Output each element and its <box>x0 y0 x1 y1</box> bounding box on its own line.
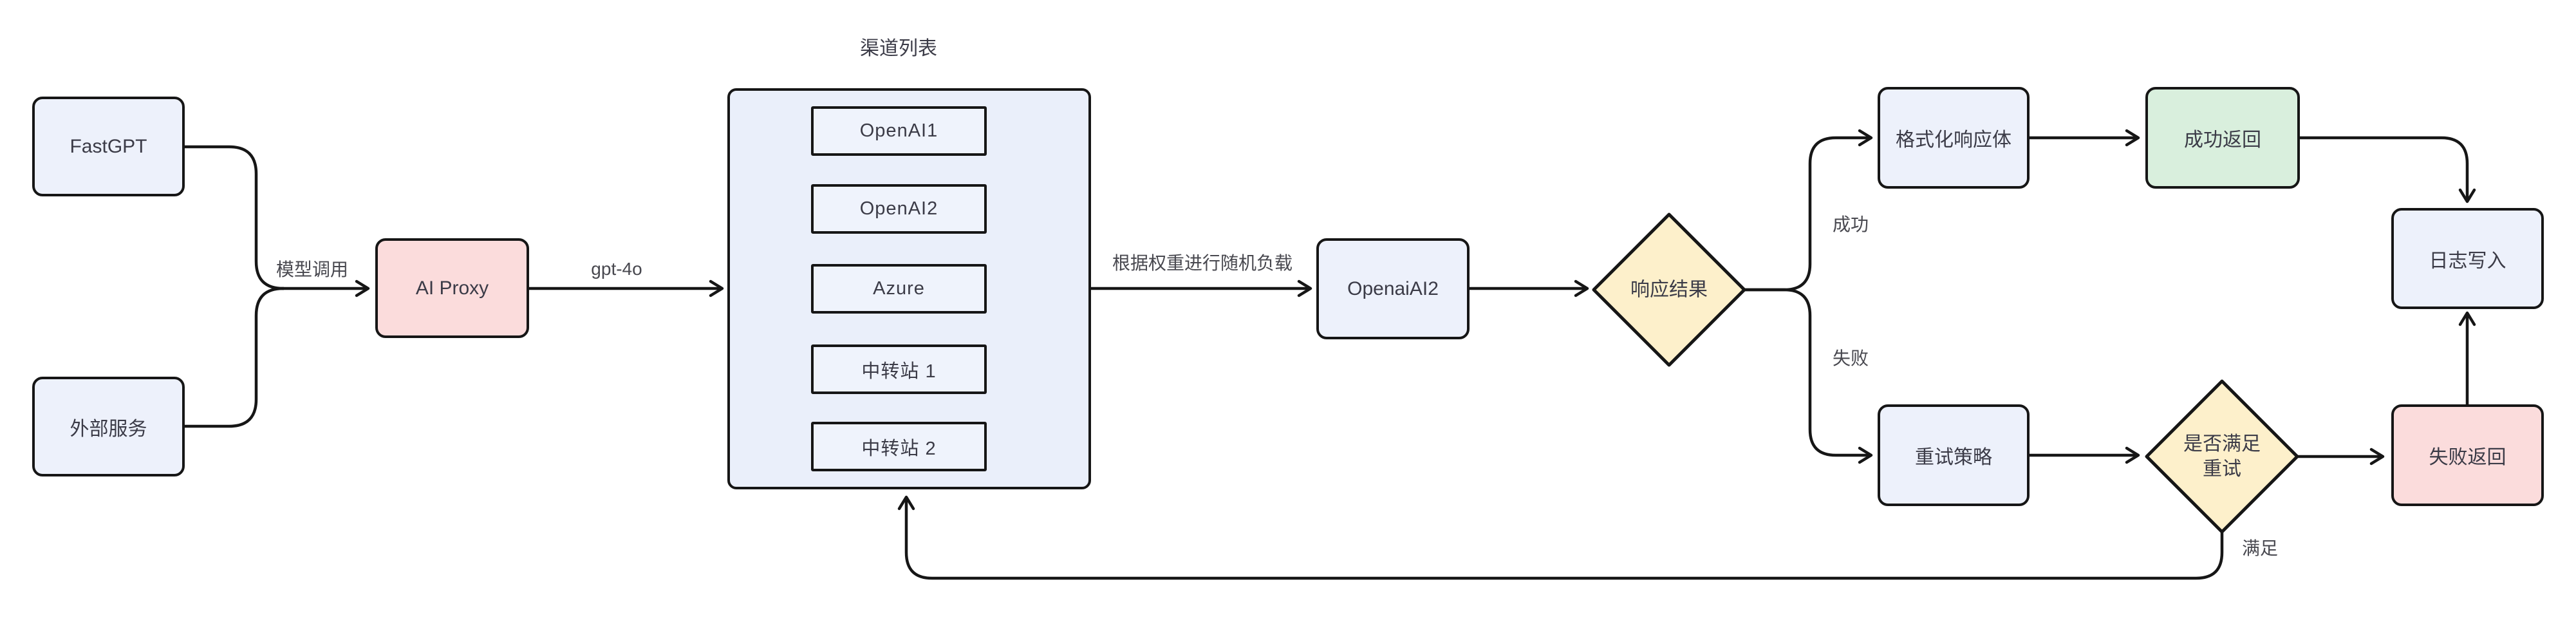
node-fastgpt[interactable]: FastGPT <box>32 97 185 196</box>
edge-label-model-call: 模型调用 <box>275 259 349 279</box>
edge-label-success: 成功 <box>1832 214 1869 234</box>
retry-check-label-line2: 重试 <box>2203 458 2241 480</box>
node-log-write[interactable]: 日志写入 <box>2391 208 2544 309</box>
node-format-response-body[interactable]: 格式化响应体 <box>1878 87 2030 189</box>
retry-check-label-line1: 是否满足 <box>2183 433 2261 455</box>
channel-item-openai1-label: OpenAI1 <box>859 120 938 141</box>
channel-item-relay1-label: 中转站 1 <box>861 361 937 382</box>
channel-item-azure[interactable]: Azure <box>811 264 987 314</box>
node-openai-ai2[interactable]: OpenaiAI2 <box>1316 238 1470 339</box>
channel-item-openai1[interactable]: OpenAI1 <box>811 106 987 156</box>
node-success-return[interactable]: 成功返回 <box>2145 87 2300 189</box>
node-retry-strategy[interactable]: 重试策略 <box>1878 404 2030 506</box>
channel-item-openai2[interactable]: OpenAI2 <box>811 184 987 234</box>
edge-response-success-branch <box>1742 129 1873 292</box>
channel-item-relay2[interactable]: 中转站 2 <box>811 422 987 471</box>
node-format-response-body-label: 格式化响应体 <box>1896 129 2011 151</box>
channel-list-title: 渠道列表 <box>860 38 937 59</box>
retry-check-label: 是否满足 重试 <box>2183 431 2261 482</box>
channel-item-azure-label: Azure <box>873 278 925 299</box>
channel-item-relay2-label: 中转站 2 <box>861 438 937 459</box>
edge-external-merge <box>183 287 285 428</box>
node-external-service[interactable]: 外部服务 <box>32 377 185 476</box>
edge-label-model-name: gpt-4o <box>591 259 642 279</box>
edge-label-fail: 失败 <box>1832 348 1869 368</box>
node-fail-return[interactable]: 失败返回 <box>2391 404 2544 506</box>
node-success-return-label: 成功返回 <box>2184 129 2261 151</box>
edge-fastgpt-merge <box>183 145 285 290</box>
node-openai-ai2-label: OpenaiAI2 <box>1347 278 1439 299</box>
node-fastgpt-label: FastGPT <box>70 135 147 157</box>
edge-label-satisfied: 满足 <box>2241 538 2279 558</box>
edge-retry-loop-to-channels <box>897 495 2224 580</box>
edge-success-to-log <box>2298 136 2476 203</box>
edge-response-fail-branch <box>1742 288 1873 464</box>
response-result-label: 响应结果 <box>1630 279 1708 301</box>
retry-check-diamond[interactable] <box>2145 379 2299 534</box>
channel-item-openai2-label: OpenAI2 <box>859 198 938 219</box>
node-log-write-label: 日志写入 <box>2429 250 2506 272</box>
edge-label-load-balance: 根据权重进行随机负载 <box>1112 253 1293 273</box>
channel-item-relay1[interactable]: 中转站 1 <box>811 344 987 394</box>
node-ai-proxy[interactable]: AI Proxy <box>375 238 529 338</box>
response-result-diamond[interactable] <box>1592 212 1746 367</box>
node-fail-return-label: 失败返回 <box>2429 447 2506 468</box>
node-ai-proxy-label: AI Proxy <box>415 277 489 299</box>
node-external-service-label: 外部服务 <box>70 418 147 440</box>
node-retry-strategy-label: 重试策略 <box>1915 447 1992 468</box>
